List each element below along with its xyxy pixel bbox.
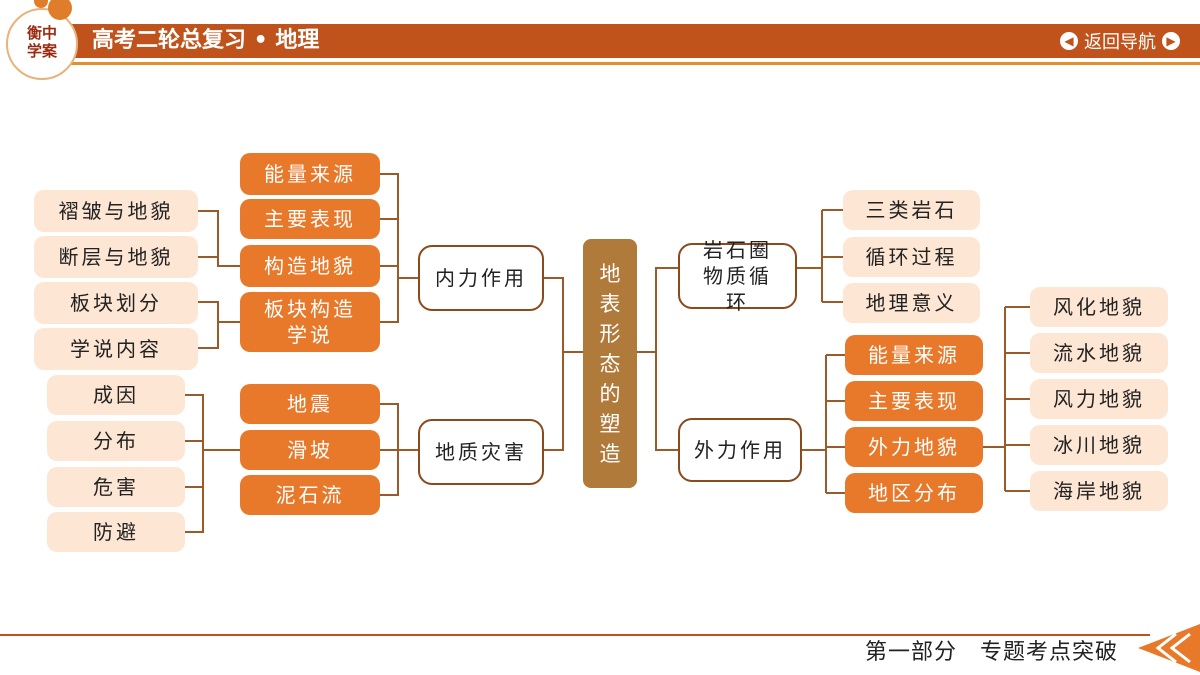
node-tectonic-landform: 构造地貌 [240,245,380,287]
node-plate-division: 板块划分 [34,282,198,324]
node-internal-manifestation: 主要表现 [240,199,380,239]
node-glacial-landform: 冰川地貌 [1030,425,1168,465]
center-char: 表 [599,291,621,316]
node-prevention: 防避 [47,512,185,552]
logo-dot-large [48,0,72,20]
node-fluvial-landform: 流水地貌 [1030,333,1168,373]
page-title: 高考二轮总复习 • 地理 [92,28,320,53]
node-internal-force: 内力作用 [418,245,544,311]
logo-dot-small [34,0,48,8]
node-fault-landform: 断层与地貌 [34,236,198,278]
node-three-rocks: 三类岩石 [843,190,980,230]
node-harm: 危害 [47,467,185,507]
node-geo-significance: 地理意义 [843,283,980,323]
node-aeolian-landform: 风力地貌 [1030,379,1168,419]
logo-text: 衡中学案 [26,24,57,60]
node-external-force: 外力作用 [678,418,802,482]
node-theory-content: 学说内容 [34,328,198,370]
node-external-energy: 能量来源 [845,335,983,375]
header-bar [70,24,1200,58]
node-external-landform: 外力地貌 [845,427,983,467]
footer-line [0,634,1150,636]
node-cycle-process: 循环过程 [843,237,980,277]
node-fold-landform: 褶皱与地貌 [34,190,198,232]
node-center-topic: 地 表 形 态 的 塑 造 [583,239,637,488]
node-earthquake: 地震 [240,384,380,424]
center-char: 形 [599,321,621,346]
node-cause: 成因 [47,375,185,415]
center-char: 造 [599,441,621,466]
arrow-right-icon[interactable]: ▶ [1162,32,1180,50]
node-debris-flow: 泥石流 [240,475,380,515]
center-char: 地 [599,261,621,286]
header-underline [70,62,1200,65]
node-coastal-landform: 海岸地貌 [1030,471,1168,511]
arrow-left-icon[interactable]: ◀ [1060,32,1078,50]
center-char: 的 [599,381,621,406]
node-external-manifestation: 主要表现 [845,381,983,421]
node-weathering-landform: 风化地貌 [1030,287,1168,327]
node-geological-disaster: 地质灾害 [418,419,544,485]
logo [6,8,78,80]
node-distribution: 分布 [47,421,185,461]
center-char: 态 [599,351,621,376]
node-plate-tectonics: 板块构造学说 [240,292,380,352]
back-arrow-icon[interactable] [1138,624,1200,672]
back-navigation-label[interactable]: 返回导航 [1084,32,1156,53]
footer-section-title: 第一部分 专题考点突破 [864,640,1118,665]
node-landslide: 滑坡 [240,430,380,470]
node-rock-cycle: 岩石圈物质循环 [678,238,797,314]
back-navigation-button[interactable]: ◀ 返回导航 ▶ [1060,24,1180,58]
center-char: 塑 [599,411,621,436]
node-regional-distribution: 地区分布 [845,473,983,513]
node-internal-energy: 能量来源 [240,153,380,195]
